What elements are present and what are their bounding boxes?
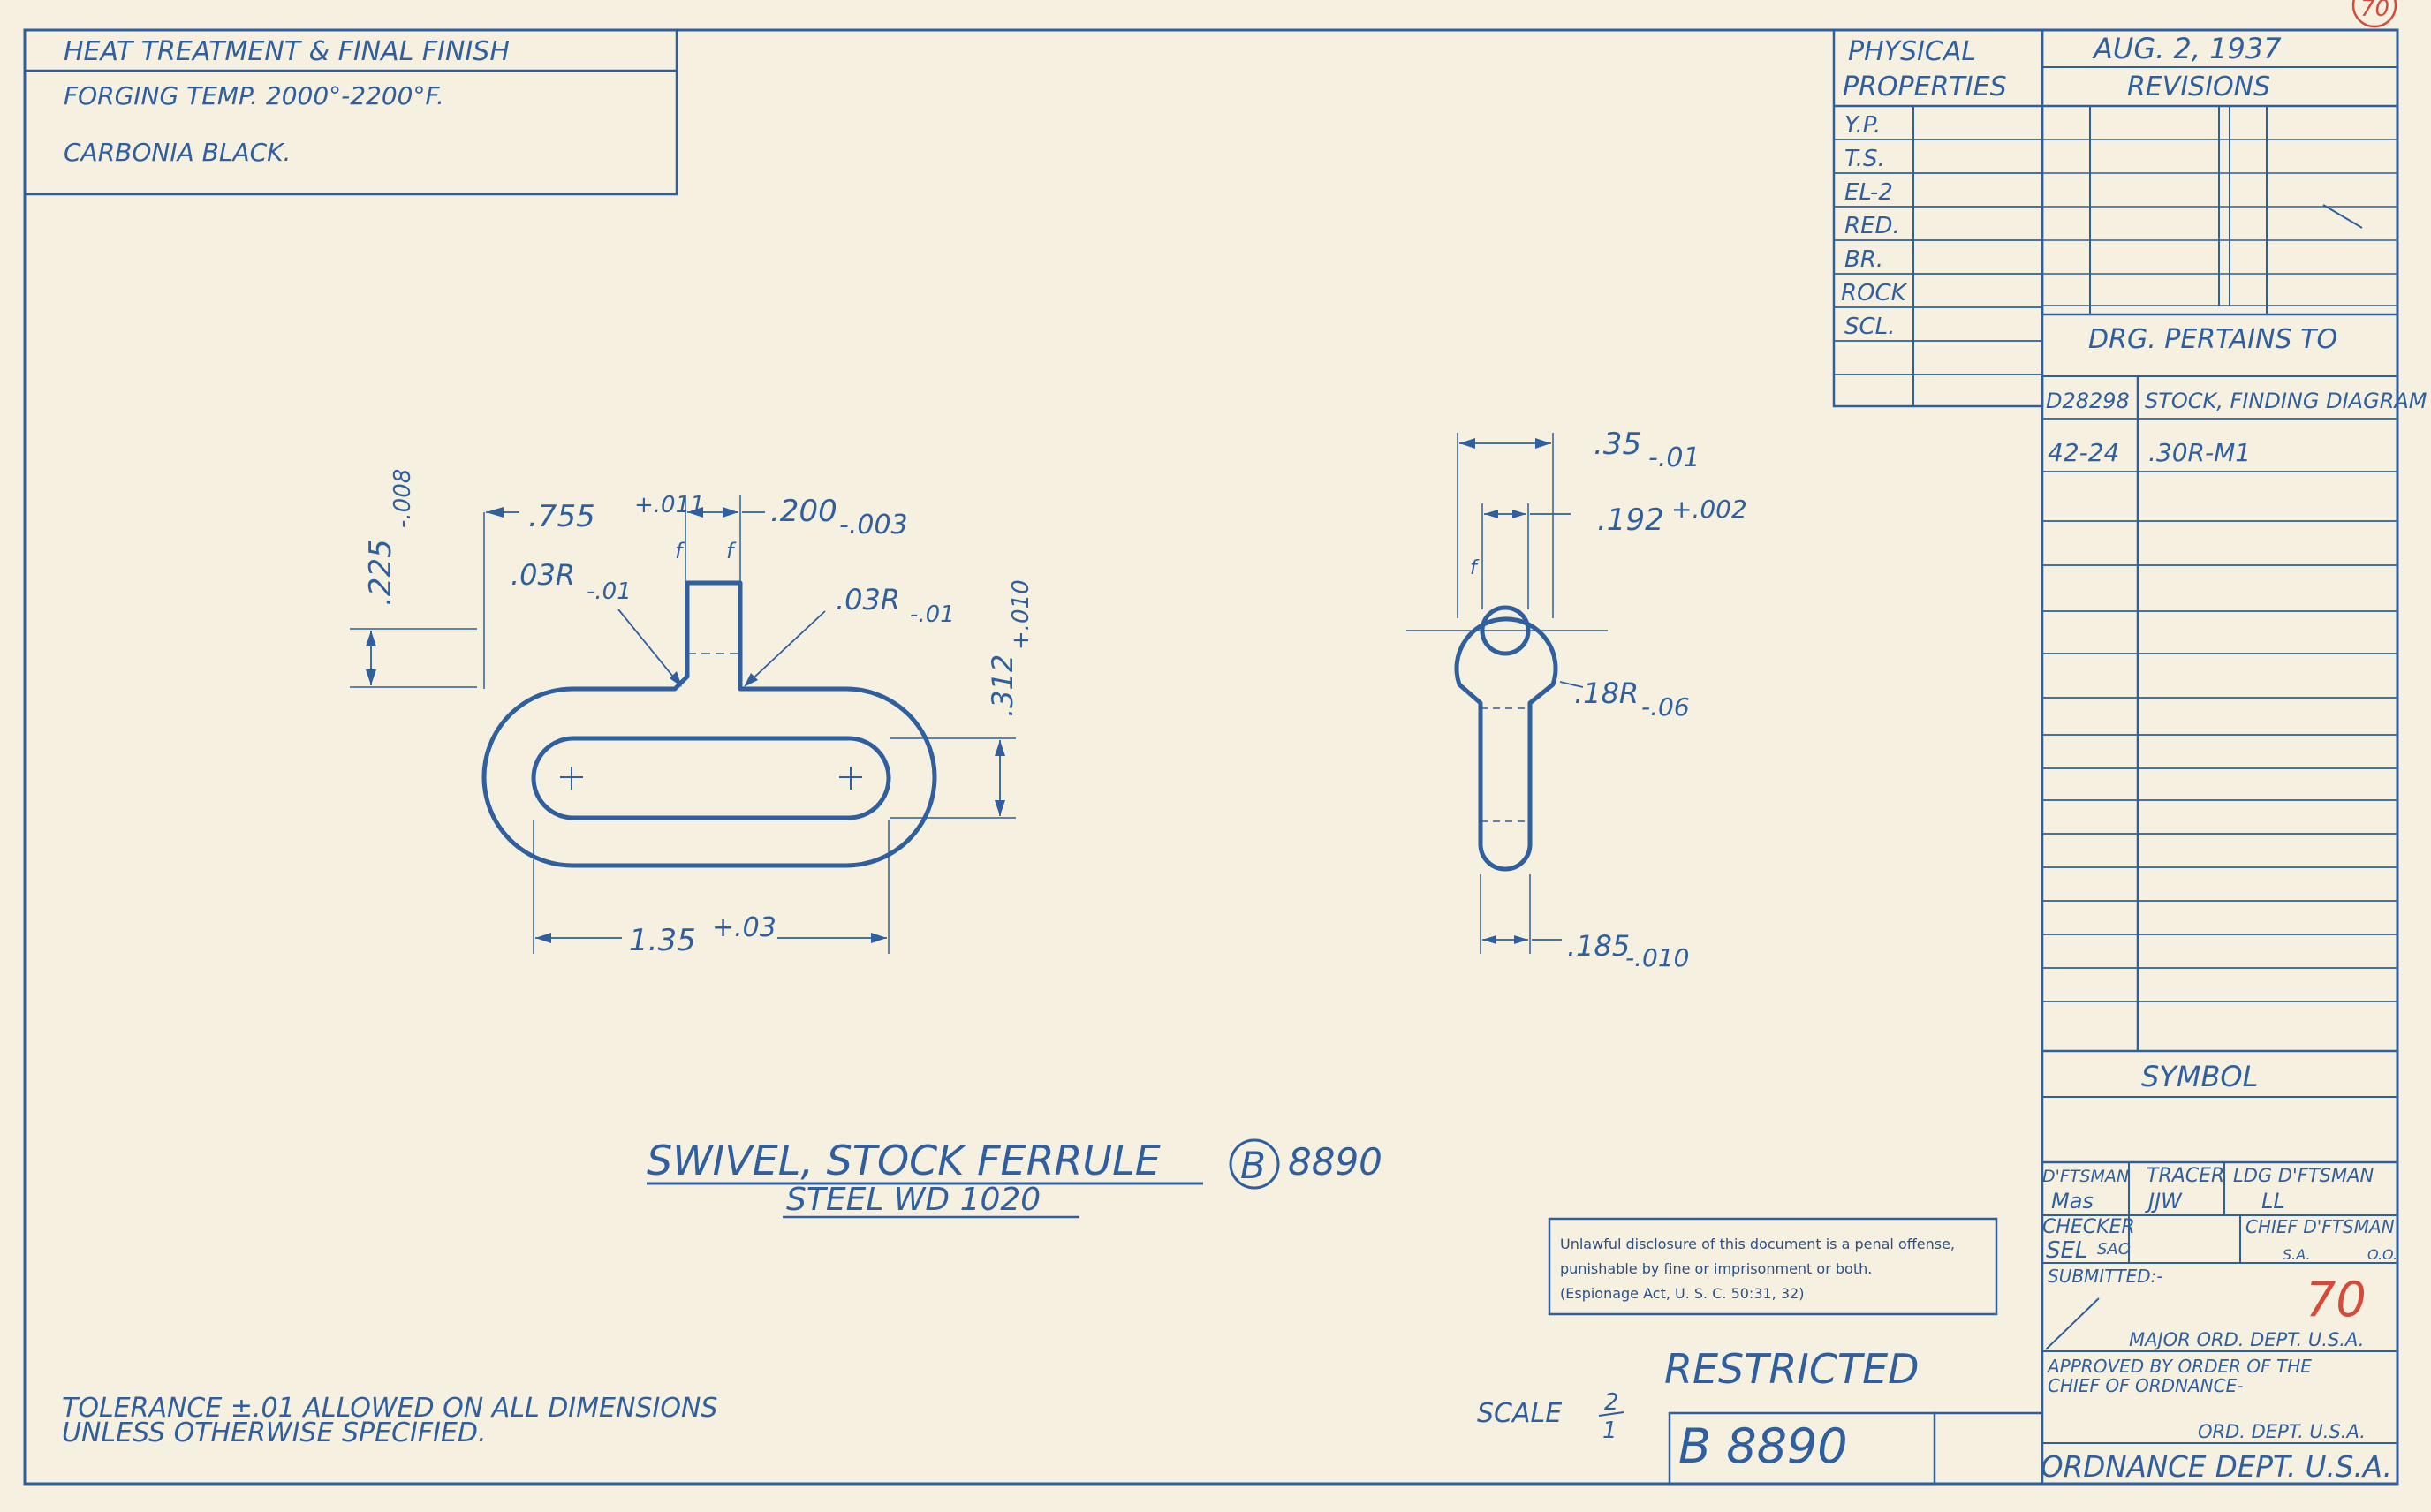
dim-755-tol: +.011 — [634, 492, 705, 518]
chief-initials-1: S.A. — [2283, 1246, 2311, 1263]
tolerance-line-1: TOLERANCE ±.01 ALLOWED ON ALL DIMENSIONS — [62, 1393, 717, 1424]
corner-mark: 70 — [2351, 0, 2397, 28]
material-spec: STEEL WD 1020 — [786, 1182, 1041, 1218]
chief-initials-2: O.O. — [2367, 1246, 2397, 1263]
radius-side: .18R — [1574, 677, 1639, 710]
chief-draftsman-label: CHIEF D'FTSMAN — [2245, 1216, 2395, 1237]
dim-225: .225 — [363, 539, 398, 606]
submitted-label: SUBMITTED:- — [2048, 1266, 2163, 1287]
forging-temp: FORGING TEMP. 2000°-2200°F. — [64, 81, 444, 110]
heat-treatment-block: HEAT TREATMENT & FINAL FINISH FORGING TE… — [23, 28, 678, 196]
signoff-block: D'FTSMAN TRACER LDG D'FTSMAN Mas JJW LL … — [2041, 1162, 2397, 1484]
side-view: .35 -.01 .192 +.002 f .18R -.06 .185 -.0… — [1406, 427, 1747, 972]
scale-label: SCALE — [1477, 1398, 1562, 1429]
dim-312-tol: +.010 — [1008, 579, 1034, 650]
part-name: SWIVEL, STOCK FERRULE — [647, 1137, 1161, 1184]
class-letter: B — [1240, 1144, 1266, 1187]
pertains-desc-1: STOCK, FINDING DIAGRAM — [2145, 389, 2427, 413]
radius-left-tol: -.01 — [587, 578, 632, 605]
dim-35: .35 — [1594, 427, 1641, 462]
corner-mark-text: 70 — [2360, 0, 2389, 22]
side-outline — [1454, 616, 1558, 872]
pertains-code-1: D28298 — [2046, 389, 2130, 413]
ord-dept-label: ORD. DEPT. U.S.A. — [2198, 1421, 2366, 1442]
draftsman-signature: Mas — [2051, 1189, 2094, 1213]
dim-35-tol: -.01 — [1648, 442, 1700, 473]
dim-755: .755 — [528, 499, 595, 534]
warning-line-3: (Espionage Act, U. S. C. 50:31, 32) — [1560, 1285, 1804, 1302]
tracer-label: TRACER — [2147, 1165, 2224, 1187]
prop-el: EL-2 — [1844, 179, 1893, 206]
revisions-title: REVISIONS — [2127, 72, 2270, 102]
finish-spec: CARBONIA BLACK. — [64, 138, 291, 167]
major-label: MAJOR ORD. DEPT. U.S.A. — [2129, 1329, 2364, 1350]
scale-numerator: 2 — [1604, 1389, 1619, 1416]
sheet-number: 70 — [2306, 1272, 2367, 1327]
radius-left: .03R — [511, 558, 575, 592]
scale-note: SCALE 2 1 — [1477, 1389, 1624, 1444]
checker-label: CHECKER — [2042, 1216, 2135, 1238]
pertains-code-2: 42-24 — [2048, 438, 2119, 467]
restricted-stamp: RESTRICTED — [1664, 1345, 1920, 1393]
checker-initials: SAO — [2097, 1240, 2131, 1259]
tracer-signature: JJW — [2145, 1189, 2183, 1213]
pertains-title: DRG. PERTAINS TO — [2088, 324, 2337, 355]
dim-185-tol: -.010 — [1625, 943, 1689, 972]
radius-side-tol: -.06 — [1641, 692, 1690, 722]
prop-yp: Y.P. — [1844, 112, 1881, 139]
front-outer-outline — [481, 580, 937, 868]
physical-title-2: PROPERTIES — [1843, 72, 2007, 102]
part-number: 8890 — [1288, 1140, 1382, 1183]
front-view: .755 +.011 .200 -.003 f f .225 -.008 .03… — [350, 469, 1034, 958]
dim-185: .185 — [1567, 929, 1630, 963]
physical-title-1: PHYSICAL — [1848, 36, 1976, 67]
drawing-number-block: B 8890 — [1668, 1411, 2042, 1486]
radius-right: .03R — [836, 583, 900, 616]
physical-properties-table: PHYSICAL PROPERTIES Y.P. T.S. EL-2 RED. … — [1832, 28, 2044, 408]
revisions-table: AUG. 2, 1937 REVISIONS — [2041, 28, 2399, 316]
warning-line-2: punishable by fine or imprisonment or bo… — [1560, 1260, 1872, 1277]
checker-signature: SEL — [2046, 1237, 2087, 1264]
dim-200-tol: -.003 — [839, 510, 908, 541]
dim-312: .312 — [986, 654, 1019, 717]
pertains-desc-2: .30R-M1 — [2148, 438, 2251, 467]
ordnance-dept: ORDNANCE DEPT. U.S.A. — [2041, 1449, 2392, 1484]
symbol-block: SYMBOL — [2042, 1060, 2397, 1164]
dim-135: 1.35 — [629, 923, 696, 958]
front-inner-slot — [531, 736, 891, 820]
ldg-signature: LL — [2261, 1189, 2285, 1213]
espionage-warning: Unlawful disclosure of this document is … — [1548, 1217, 1998, 1316]
dim-192: .192 — [1597, 503, 1664, 538]
dim-200: .200 — [770, 494, 837, 529]
drawing-date: AUG. 2, 1937 — [2092, 32, 2282, 65]
ldg-draftsman-label: LDG D'FTSMAN — [2233, 1165, 2374, 1186]
prop-rock: ROCK — [1841, 280, 1908, 306]
warning-line-1: Unlawful disclosure of this document is … — [1560, 1236, 1955, 1252]
radius-right-tol: -.01 — [910, 601, 955, 628]
drawing-title: SWIVEL, STOCK FERRULE B 8890 STEEL WD 10… — [647, 1137, 1382, 1219]
pertains-to-table: DRG. PERTAINS TO D28298 STOCK, FINDING D… — [2041, 314, 2427, 1484]
heat-treatment-title: HEAT TREATMENT & FINAL FINISH — [64, 36, 510, 67]
approved-line-1: APPROVED BY ORDER OF THE — [2046, 1356, 2312, 1377]
sheet-border — [23, 28, 2399, 1486]
prop-scl: SCL. — [1844, 314, 1895, 340]
prop-ts: T.S. — [1844, 146, 1885, 172]
dim-135-tol: +.03 — [712, 912, 776, 943]
prop-red: RED. — [1844, 213, 1900, 239]
draftsman-label: D'FTSMAN — [2042, 1167, 2129, 1186]
finish-mark-side: f — [1470, 557, 1480, 579]
dim-225-tol: -.008 — [390, 469, 416, 528]
symbol-label: SYMBOL — [2141, 1060, 2258, 1093]
approved-line-2: CHIEF OF ORDNANCE- — [2048, 1375, 2243, 1396]
prop-br: BR. — [1844, 246, 1883, 273]
tolerance-line-2: UNLESS OTHERWISE SPECIFIED. — [62, 1418, 487, 1448]
dim-192-tol: +.002 — [1671, 495, 1747, 524]
drawing-number: B 8890 — [1678, 1418, 1848, 1474]
scale-denominator: 1 — [1602, 1418, 1617, 1444]
